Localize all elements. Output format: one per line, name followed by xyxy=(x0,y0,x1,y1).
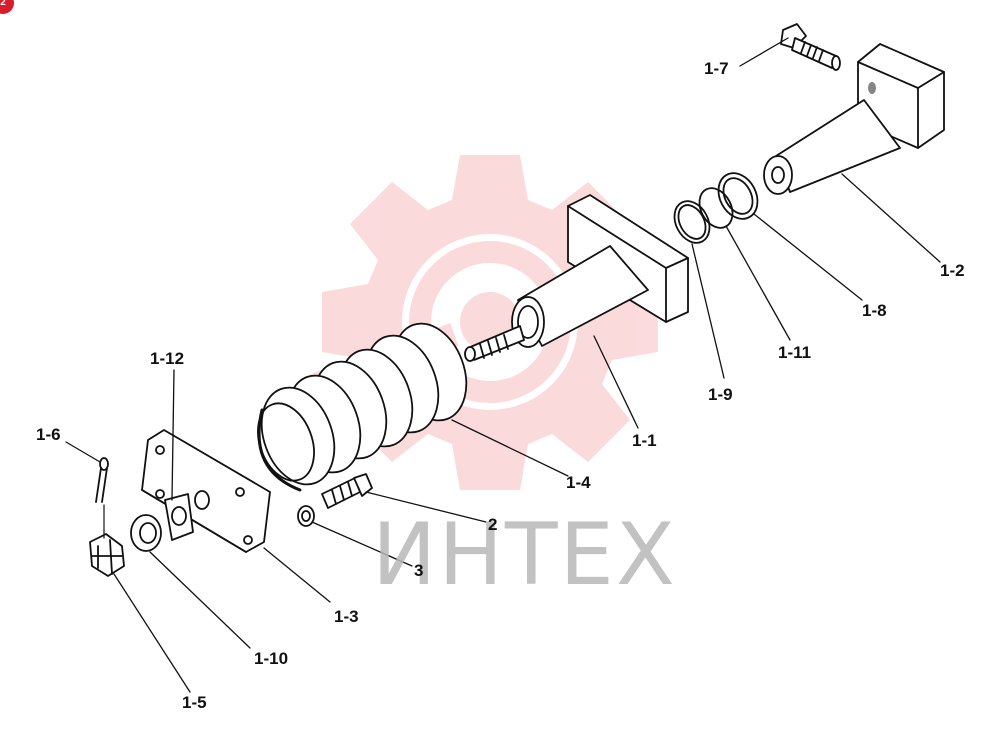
callout-1-8: 1-8 xyxy=(862,301,887,320)
callout-1-1: 1-1 xyxy=(632,431,657,450)
callout-1-5: 1-5 xyxy=(182,693,207,712)
callout-1-11: 1-11 xyxy=(778,343,812,362)
part-ring-1-8 xyxy=(717,172,759,220)
part-cotter-pin xyxy=(95,457,109,539)
callout-1-4: 1-4 xyxy=(566,473,591,492)
callout-1-6: 1-6 xyxy=(36,425,61,444)
part-end-plate xyxy=(141,429,271,553)
callout-3: 3 xyxy=(414,561,424,580)
callout-1-2: 1-2 xyxy=(940,261,965,280)
callout-1-9: 1-9 xyxy=(708,385,733,404)
part-washer-3 xyxy=(297,505,315,527)
callout-1-12: 1-12 xyxy=(150,349,185,368)
leader-lines xyxy=(65,37,941,693)
watermark-text: ИНТЕХ xyxy=(372,505,677,605)
part-washer-1-10 xyxy=(130,514,162,552)
page-badge: 2 xyxy=(0,0,14,14)
callout-1-3: 1-3 xyxy=(334,607,359,626)
part-castle-nut xyxy=(89,533,125,577)
part-bolt xyxy=(321,473,373,509)
part-ring-1-11 xyxy=(698,187,734,229)
callout-1-7: 1-7 xyxy=(704,59,729,78)
part-yoke-rod xyxy=(763,43,945,195)
part-ring-1-9 xyxy=(673,200,711,244)
part-spring xyxy=(257,322,468,492)
callout-2: 2 xyxy=(488,515,498,534)
callout-1-10: 1-10 xyxy=(254,649,289,668)
part-grease-fitting xyxy=(780,23,841,71)
part-piston xyxy=(464,194,689,362)
